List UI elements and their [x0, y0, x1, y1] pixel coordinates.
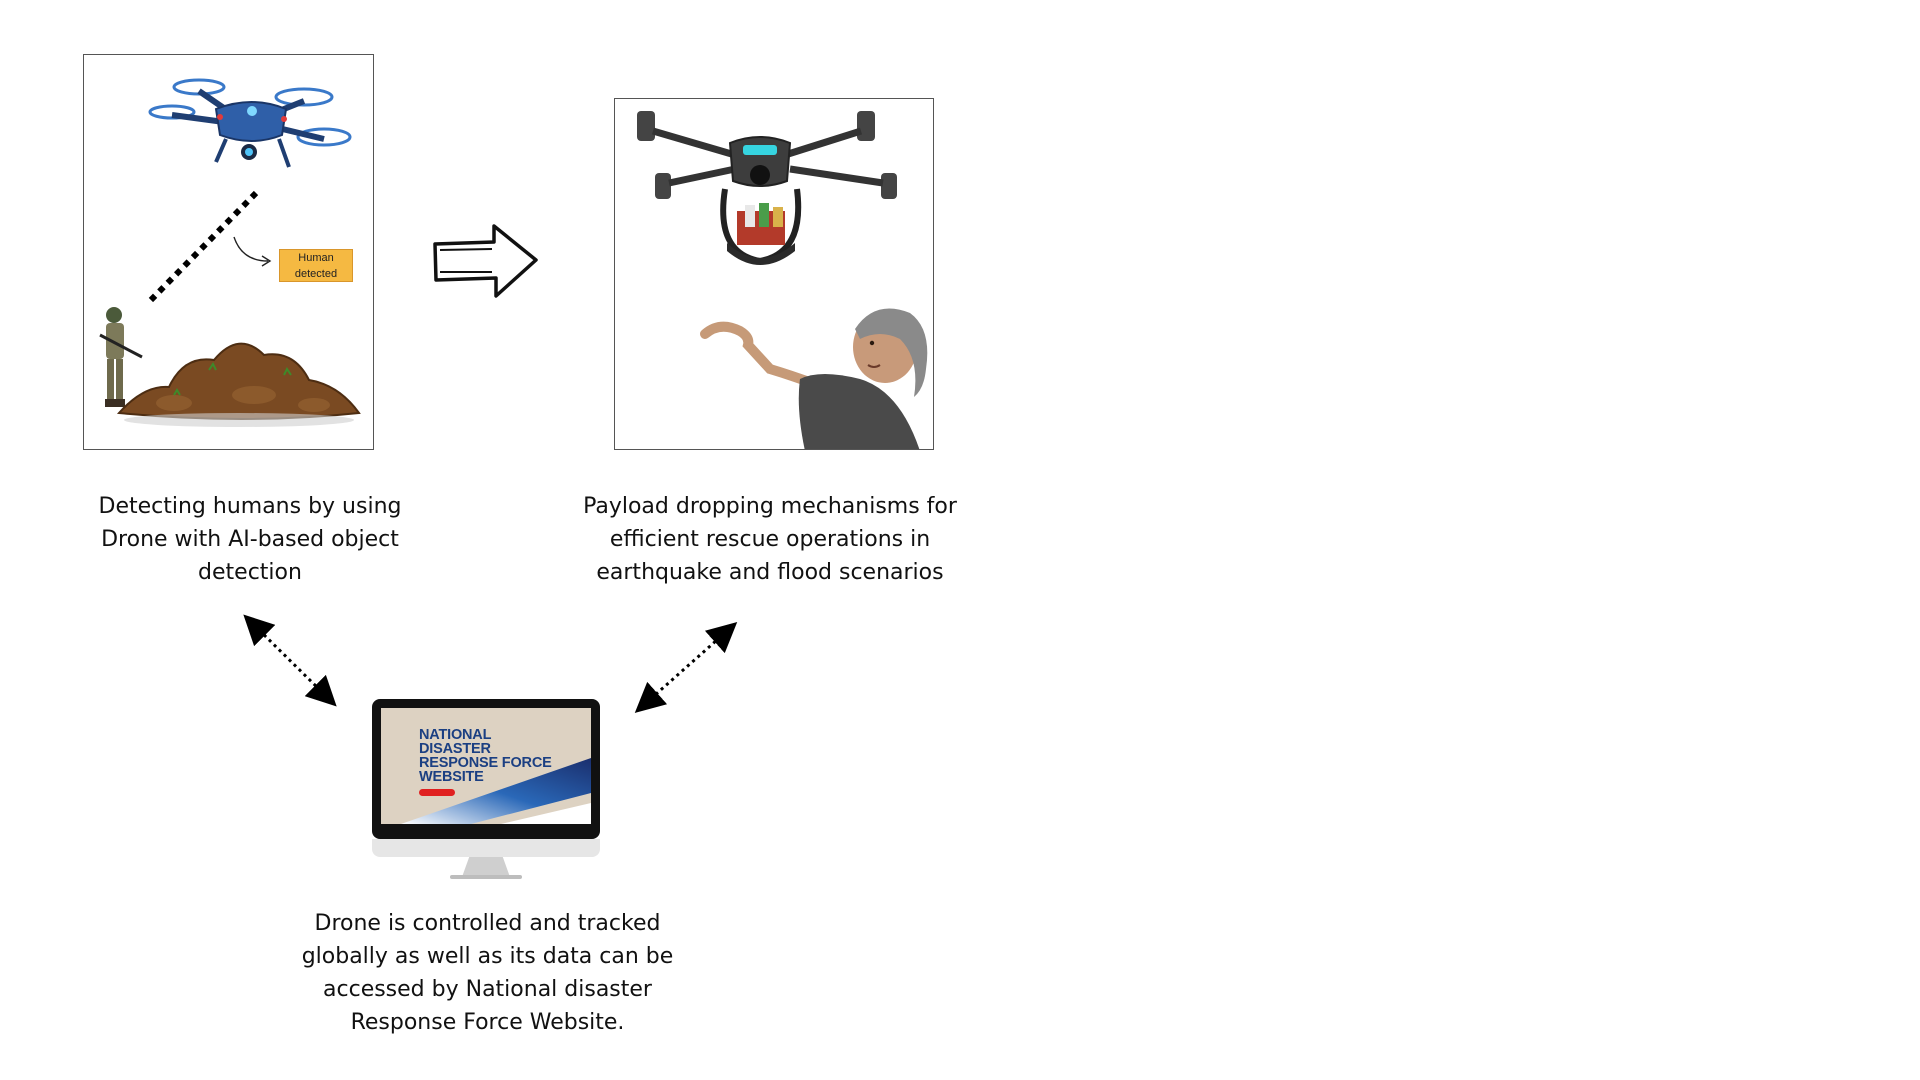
- payload-caption-line: efficient rescue operations in: [609, 527, 931, 552]
- monitor-screen: NATIONAL DISASTER RESPONSE FORCE WEBSITE: [381, 708, 591, 824]
- badge-line-2: detected: [294, 268, 338, 280]
- screen-stripe: [401, 758, 591, 824]
- detection-caption-line: detection: [198, 560, 302, 585]
- screen-title-line: RESPONSE FORCE: [419, 755, 552, 771]
- screen-title-line: NATIONAL: [419, 727, 492, 743]
- monitor-caption-line: globally as well as its data can be: [301, 944, 674, 969]
- screen-button: [419, 789, 455, 796]
- arrow-right-icon: [433, 224, 538, 298]
- detection-panel: Human detected: [83, 54, 374, 450]
- screen-title-line: WEBSITE: [419, 769, 484, 785]
- screen-title-line: DISASTER: [419, 741, 491, 757]
- payload-caption: Payload dropping mechanisms for efficien…: [575, 490, 965, 589]
- payload-caption-line: Payload dropping mechanisms for: [583, 494, 957, 519]
- screen-title: NATIONAL DISASTER RESPONSE FORCE WEBSITE: [419, 727, 579, 785]
- elderly-person-icon: [700, 308, 928, 449]
- payload-caption-line: earthquake and flood scenarios: [596, 560, 944, 585]
- monitor-base: [450, 875, 522, 879]
- detection-caption-line: Detecting humans by using: [98, 494, 402, 519]
- monitor-caption-line: accessed by National disaster: [323, 977, 652, 1002]
- monitor-stand: [462, 857, 510, 877]
- drone-icon: [148, 78, 352, 168]
- monitor-icon: NATIONAL DISASTER RESPONSE FORCE WEBSITE: [372, 699, 600, 881]
- badge-line-1: Human: [298, 252, 334, 264]
- soldier-icon: [99, 307, 143, 407]
- detection-caption: Detecting humans by using Drone with AI-…: [70, 490, 430, 589]
- detection-caption-line: Drone with AI-based object: [101, 527, 399, 552]
- scan-beam: [145, 190, 272, 306]
- monitor-chin: [372, 839, 600, 857]
- monitor-caption-line: Response Force Website.: [350, 1010, 625, 1035]
- monitor-caption: Drone is controlled and tracked globally…: [290, 907, 685, 1039]
- human-detected-badge: Human detected: [279, 249, 353, 282]
- monitor-caption-line: Drone is controlled and tracked: [314, 911, 661, 936]
- cargo-drone-icon: [637, 111, 897, 265]
- left-link-arrow: [243, 614, 337, 707]
- right-link-arrow: [634, 622, 738, 713]
- payload-panel: [614, 98, 934, 450]
- dirt-mound-icon: [116, 342, 361, 427]
